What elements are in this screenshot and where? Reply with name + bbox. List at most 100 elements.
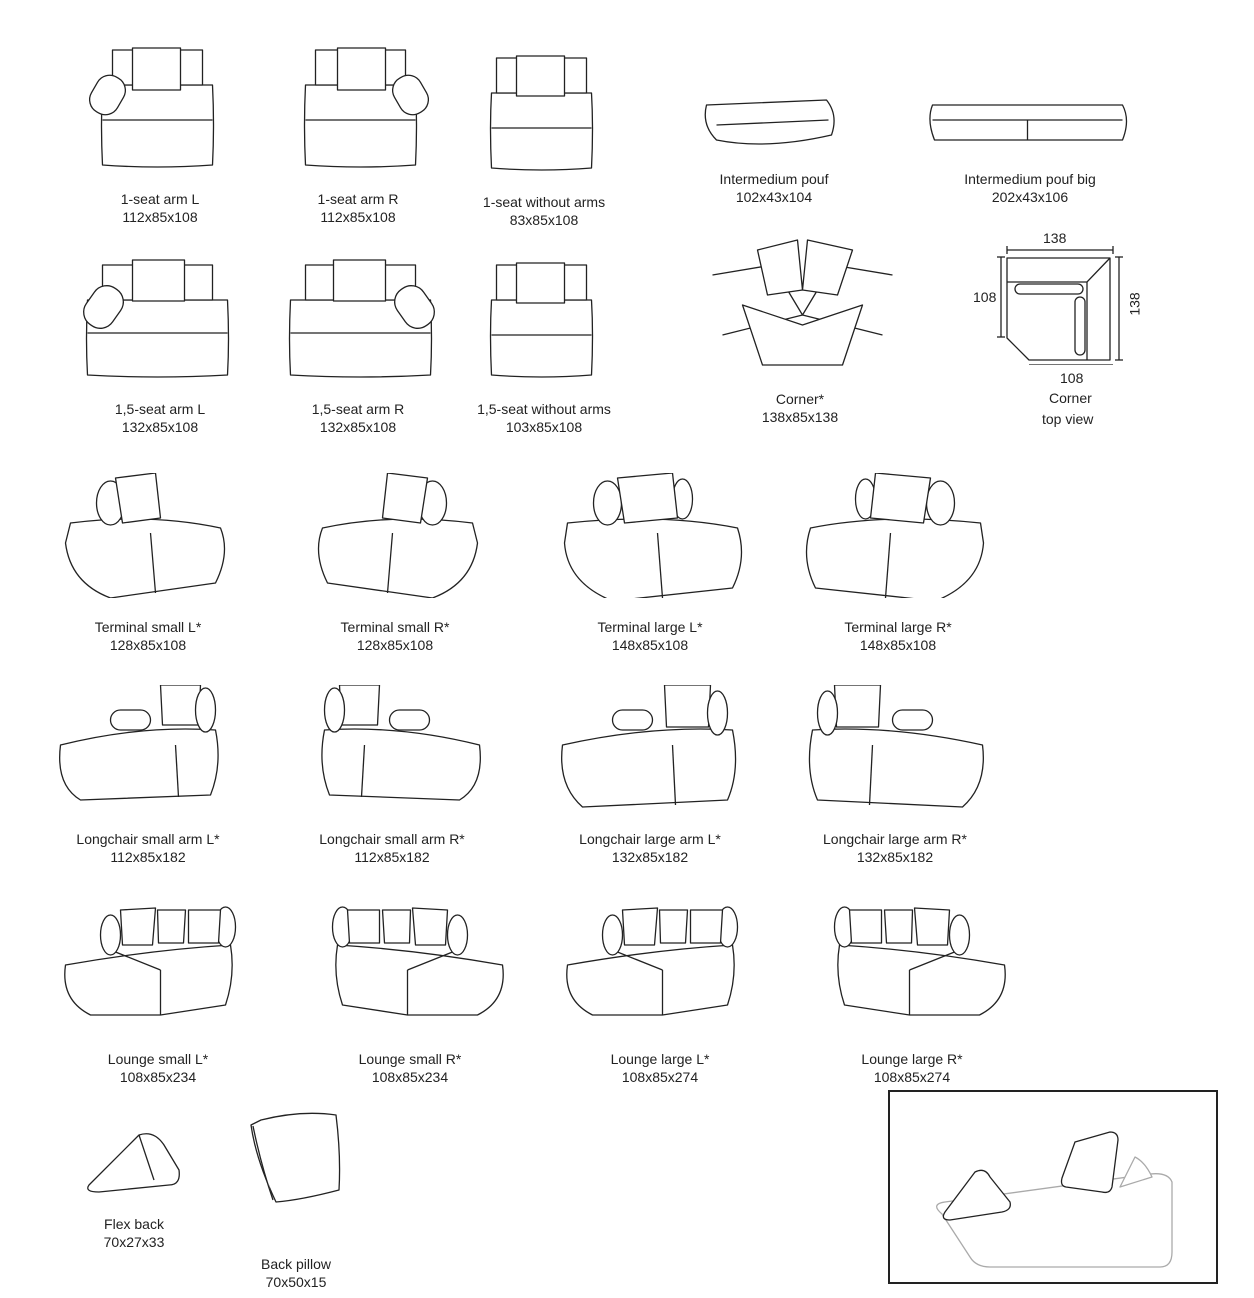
module-longchair-small-arm-r: Longchair small arm R* 112x85x182 <box>295 685 490 866</box>
example-composition-drawing <box>936 1131 1173 1268</box>
module-name: Flex back <box>104 1216 164 1232</box>
module-name: Corner* <box>775 391 825 407</box>
module-drawing <box>288 259 435 378</box>
module-1-seat-arm-r: 1-seat arm R 112x85x108 <box>261 45 456 226</box>
module-name: Lounge large L* <box>610 1051 710 1067</box>
module-name: Back pillow <box>260 1256 332 1272</box>
module-size: 108x85x234 <box>371 1069 449 1085</box>
module-name: Lounge small R* <box>358 1051 462 1067</box>
module-name: Terminal large L* <box>597 619 703 635</box>
module-size: 108x85x274 <box>873 1069 951 1085</box>
module-size: 102x43x104 <box>735 189 813 205</box>
right-dimension: 138 <box>1126 292 1143 316</box>
module-name: Longchair large arm R* <box>823 831 967 847</box>
module-drawing <box>88 47 215 168</box>
module-drawing <box>64 906 237 1016</box>
module-size: 132x85x108 <box>121 419 199 435</box>
module-name: Terminal small L* <box>94 619 202 635</box>
module-drawing <box>805 473 985 598</box>
module-longchair-small-arm-l: Longchair small arm L* 112x85x182 <box>51 685 246 866</box>
module-drawing <box>321 685 481 801</box>
module-terminal-small-l: Terminal small L* 128x85x108 <box>51 473 246 654</box>
module-1-5-seat-arm-r: 1,5-seat arm R 132x85x108 <box>261 255 456 436</box>
module-name: Terminal small R* <box>340 619 450 635</box>
module-drawing <box>87 1133 180 1193</box>
module-size: 70x27x33 <box>103 1234 165 1250</box>
module-drawing <box>712 239 893 366</box>
module-1-5-seat-without-arms: 1,5-seat without arms 103x85x108 <box>447 255 642 436</box>
module-flex-back: Flex back 70x27x33 <box>79 1130 189 1251</box>
module-terminal-large-l: Terminal large L* 148x85x108 <box>553 473 748 654</box>
module-terminal-large-r: Terminal large R* 148x85x108 <box>801 473 996 654</box>
module-drawing <box>83 259 230 378</box>
module-drawing <box>489 55 594 171</box>
module-size: 108x85x274 <box>621 1069 699 1085</box>
module-drawing <box>808 685 984 808</box>
module-name: Longchair large arm L* <box>579 831 721 847</box>
module-size: 112x85x182 <box>354 849 430 865</box>
module-name: 1-seat without arms <box>482 194 606 210</box>
module-longchair-large-arm-r: Longchair large arm R* 132x85x182 <box>798 685 993 866</box>
module-drawing <box>929 104 1128 141</box>
module-size: 138x85x138 <box>761 409 839 425</box>
module-size: 128x85x108 <box>356 637 434 653</box>
module-name: Lounge small L* <box>107 1051 209 1067</box>
module-drawing <box>64 473 226 598</box>
module-name: 1,5-seat arm L <box>114 401 206 417</box>
top-view-label: top view <box>1042 411 1094 427</box>
module-intermedium-pouf-big: Intermedium pouf big 202x43x106 <box>923 95 1138 206</box>
module-lounge-small-l: Lounge small L* 108x85x234 <box>61 905 256 1086</box>
module-size: 112x85x108 <box>122 209 198 225</box>
module-drawing <box>317 473 479 598</box>
module-size: 112x85x108 <box>320 209 396 225</box>
corner-label: Corner <box>1049 390 1092 406</box>
module-size: 148x85x108 <box>859 637 937 653</box>
module-size: 103x85x108 <box>505 419 583 435</box>
module-name: Terminal large R* <box>844 619 952 635</box>
module-back-pillow: Back pillow 70x50x15 <box>241 1110 351 1291</box>
module-lounge-small-r: Lounge small R* 108x85x234 <box>313 905 508 1086</box>
top-dimension: 138 <box>1043 230 1067 246</box>
module-drawing <box>563 473 743 598</box>
module-name: 1-seat arm R <box>317 191 399 207</box>
module-size: 128x85x108 <box>109 637 187 653</box>
module-size: 202x43x106 <box>991 189 1069 205</box>
module-1-5-seat-arm-l: 1,5-seat arm L 132x85x108 <box>63 255 258 436</box>
module-drawing <box>303 47 430 168</box>
module-name: 1,5-seat without arms <box>477 401 611 417</box>
module-1-seat-arm-l: 1-seat arm L 112x85x108 <box>63 45 258 226</box>
module-name: Lounge large R* <box>861 1051 963 1067</box>
module-intermedium-pouf: Intermedium pouf 102x43x104 <box>677 95 872 206</box>
module-drawing <box>59 685 219 801</box>
module-size: 132x85x108 <box>319 419 397 435</box>
module-drawing <box>566 906 739 1016</box>
module-size: 83x85x108 <box>509 212 579 228</box>
module-size: 132x85x182 <box>856 849 934 865</box>
module-name: 1-seat arm L <box>120 191 200 207</box>
module-size: 148x85x108 <box>611 637 689 653</box>
module-terminal-small-r: Terminal small R* 128x85x108 <box>298 473 493 654</box>
module-name: Intermedium pouf <box>719 171 829 187</box>
module-lounge-large-r: Lounge large R* 108x85x274 <box>815 905 1010 1086</box>
module-drawing <box>489 262 594 378</box>
module-name: Intermedium pouf big <box>964 171 1096 187</box>
module-drawing <box>704 99 835 145</box>
module-size: 112x85x182 <box>110 849 186 865</box>
module-drawing <box>833 906 1006 1016</box>
module-name: 1,5-seat arm R <box>311 401 405 417</box>
bottom-dimension: 108 <box>1060 370 1084 386</box>
example-composition-frame <box>888 1090 1218 1284</box>
module-size: 70x50x15 <box>265 1274 327 1290</box>
module-size: 108x85x234 <box>119 1069 197 1085</box>
module-drawing <box>331 906 504 1016</box>
module-1-seat-without-arms: 1-seat without arms 83x85x108 <box>447 48 642 229</box>
module-drawing <box>250 1112 341 1203</box>
module-name: Longchair small arm R* <box>319 831 465 847</box>
module-size: 132x85x182 <box>611 849 689 865</box>
module-name: Longchair small arm L* <box>76 831 220 847</box>
module-corner: Corner* 138x85x138 <box>703 235 898 426</box>
left-dimension: 108 <box>973 289 997 305</box>
module-drawing <box>561 685 737 808</box>
module-longchair-large-arm-l: Longchair large arm L* 132x85x182 <box>553 685 748 866</box>
corner-top-view-drawing <box>997 246 1123 365</box>
